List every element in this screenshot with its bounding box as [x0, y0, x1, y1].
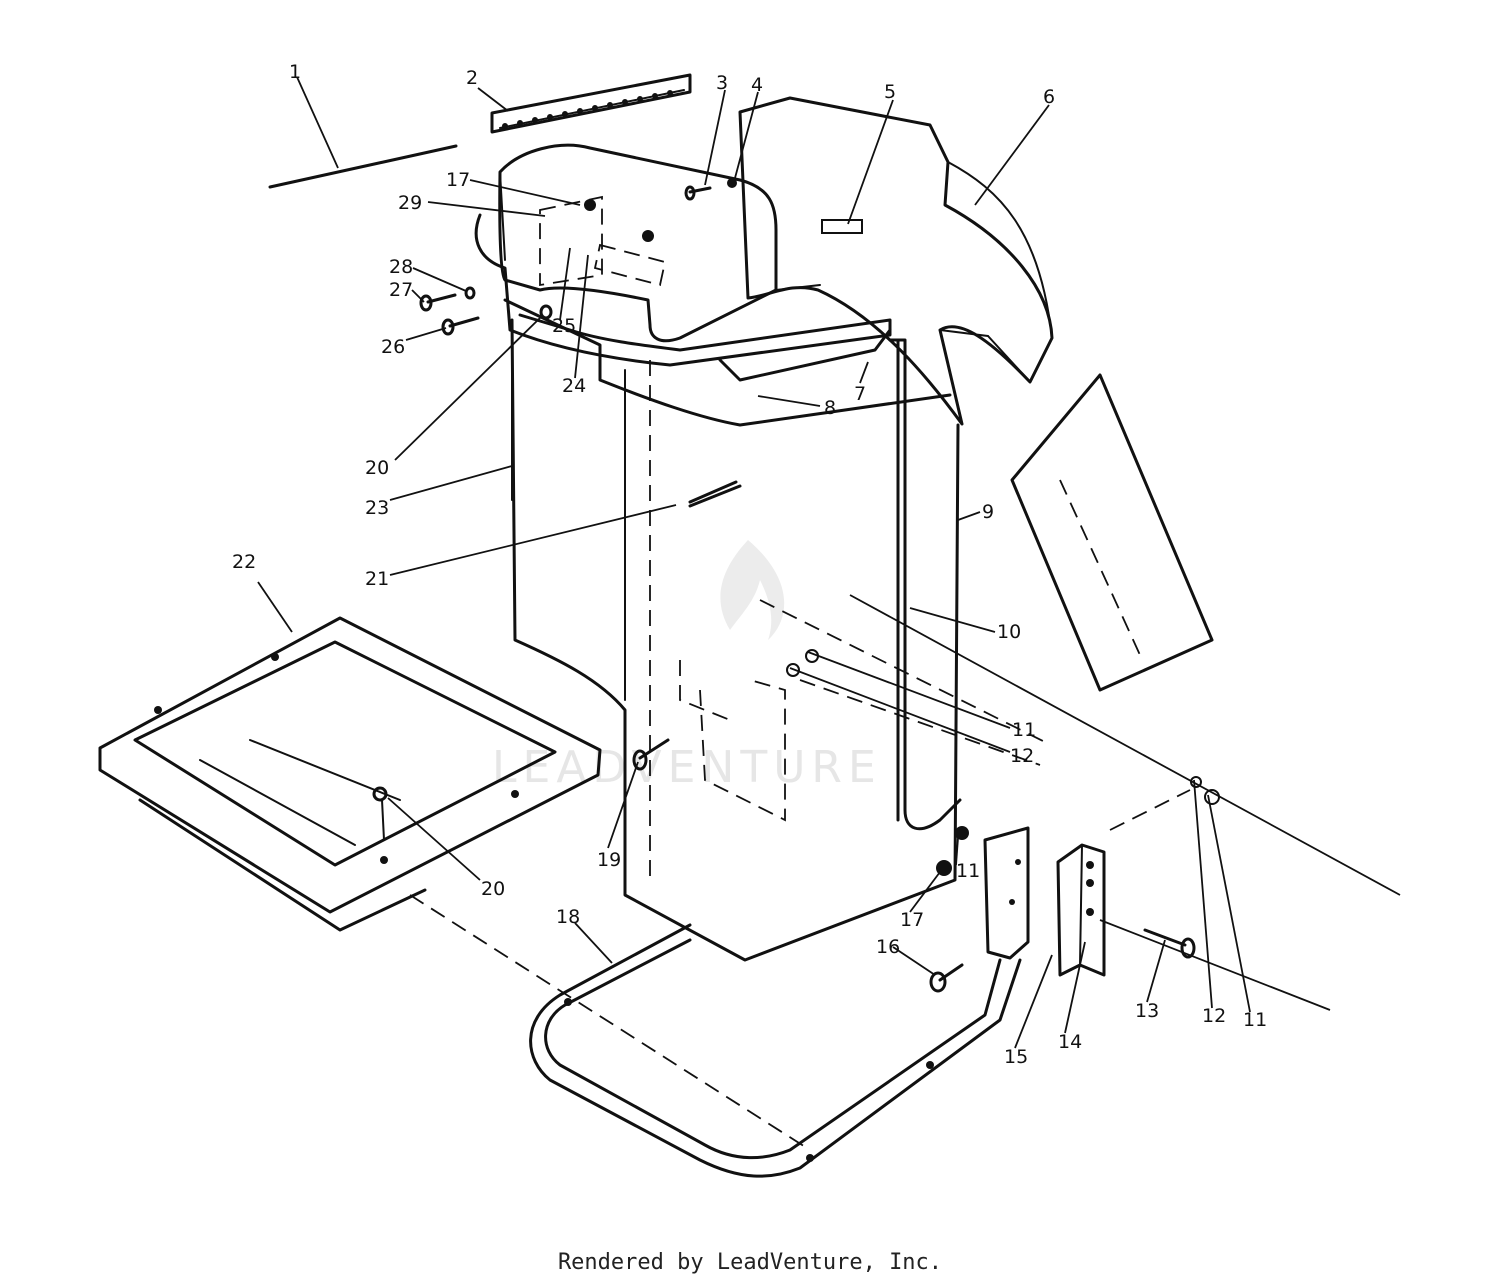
label-2: 2	[466, 67, 478, 89]
fasteners-3-4	[684, 178, 737, 201]
label-28: 28	[389, 256, 413, 278]
label-8: 8	[824, 397, 836, 419]
clip-21	[688, 480, 742, 508]
part-rim-frame	[474, 213, 952, 427]
part-hardware	[372, 178, 1220, 993]
label-29: 29	[398, 192, 422, 214]
label-26: 26	[381, 336, 405, 358]
label-17-lower: 17	[900, 909, 924, 931]
hinge-knuckles	[502, 90, 673, 129]
label-1: 1	[289, 61, 301, 83]
part-frame-upright	[888, 338, 962, 831]
part-housing	[498, 143, 863, 343]
bolt-16	[929, 963, 964, 993]
label-22: 22	[232, 551, 256, 573]
label-21: 21	[365, 568, 389, 590]
label-17-upper: 17	[446, 169, 470, 191]
pin-20	[372, 304, 553, 841]
bolt-13	[1143, 928, 1196, 959]
label-27: 27	[389, 279, 413, 301]
label-14: 14	[1058, 1031, 1082, 1053]
footer-credit: Rendered by LeadVenture, Inc.	[557, 1250, 943, 1275]
label-15: 15	[1004, 1046, 1028, 1068]
part-collector-bag	[510, 318, 960, 962]
label-6: 6	[1043, 86, 1055, 108]
label-16: 16	[876, 936, 900, 958]
label-12-upper: 12	[1010, 745, 1034, 767]
watermark: LEADVENTURE	[492, 540, 882, 793]
label-23: 23	[365, 497, 389, 519]
label-19: 19	[597, 849, 621, 871]
part-base-frame	[529, 923, 1022, 1178]
label-10: 10	[997, 621, 1021, 643]
part-rod	[268, 144, 458, 189]
label-11-middle: 11	[956, 860, 980, 882]
part-hinge-strip	[490, 73, 692, 134]
label-13: 13	[1135, 1000, 1159, 1022]
label-20-upper: 20	[365, 457, 389, 479]
label-25: 25	[552, 315, 576, 337]
part-number-labels: 1 2 3 4 5 6 7 8 9 10 11 11 11 12 12 13 1…	[232, 61, 1267, 1068]
label-9: 9	[982, 501, 994, 523]
decal	[821, 219, 863, 234]
part-bracket	[983, 826, 1030, 960]
watermark-text: LEADVENTURE	[492, 742, 882, 793]
label-20-lower: 20	[481, 878, 505, 900]
label-12-lower: 12	[1202, 1005, 1226, 1027]
watermark-flame-icon	[720, 540, 785, 640]
label-11-lower: 11	[1243, 1009, 1267, 1031]
assembly-lines	[409, 594, 1401, 1151]
part-side-panel	[1010, 373, 1214, 692]
part-hinge-plate	[539, 195, 667, 287]
leader-lines	[257, 76, 1251, 1049]
label-24: 24	[562, 375, 586, 397]
part-hinge-bracket	[1056, 843, 1106, 977]
part-chute	[738, 96, 1054, 426]
label-3: 3	[716, 72, 728, 94]
label-7: 7	[854, 383, 866, 405]
label-5: 5	[884, 81, 896, 103]
label-11-upper: 11	[1012, 719, 1036, 741]
bolt-19	[632, 738, 670, 771]
label-4: 4	[751, 74, 763, 96]
label-18: 18	[556, 906, 580, 928]
screws-26-27	[419, 286, 480, 336]
